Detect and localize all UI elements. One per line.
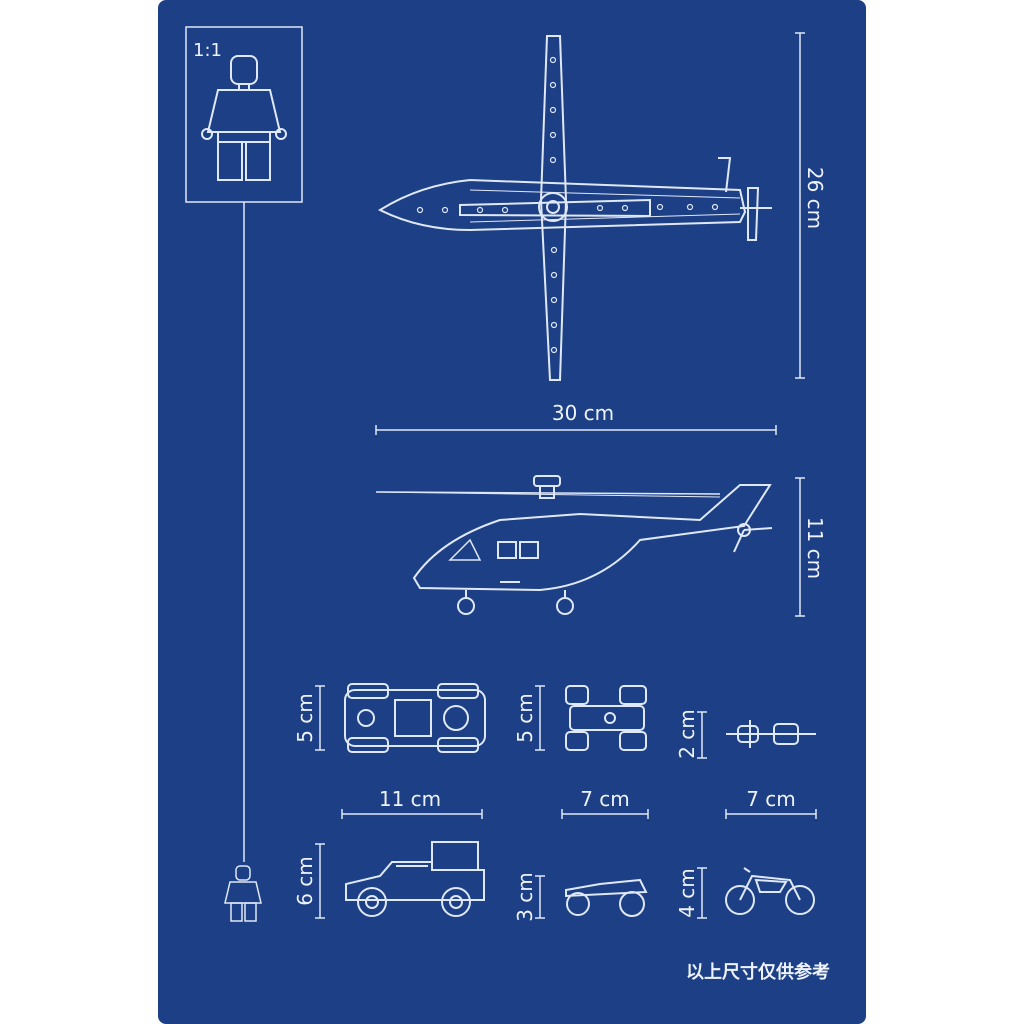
motorcycle-top-view-icon [726, 720, 816, 748]
dimension-moto-top-width: 7 cm [725, 787, 817, 819]
quad-top-height-label: 5 cm [513, 693, 537, 743]
dimension-quad-top-width: 7 cm [561, 787, 649, 819]
buggy-top-width-label: 11 cm [379, 787, 441, 811]
moto-top-width-label: 7 cm [746, 787, 796, 811]
dimension-moto-side-height: 4 cm [675, 867, 707, 919]
quad-side-height-label: 3 cm [513, 872, 537, 922]
dimension-buggy-top-width: 11 cm [341, 787, 483, 819]
quad-side-view-icon [565, 878, 648, 917]
quad-top-view-icon [565, 685, 647, 751]
dimension-buggy-top-height: 5 cm [293, 685, 325, 751]
helicopter-side-view-icon [375, 475, 773, 615]
dimension-moto-top-height: 2 cm [675, 709, 707, 759]
moto-top-height-label: 2 cm [675, 709, 699, 759]
heli-top-height-label: 26 cm [803, 167, 827, 229]
buggy-top-view-icon [344, 683, 486, 753]
scale-reference-box: 1:1 [185, 26, 303, 203]
dimension-heli-top-height: 26 cm [795, 32, 827, 379]
heli-side-height-label: 11 cm [803, 517, 827, 579]
dimension-quad-side-height: 3 cm [513, 872, 545, 922]
minifigure-large-icon [201, 55, 287, 181]
footer-note: 以上尺寸仅供参考 [686, 961, 830, 983]
helicopter-top-view-icon [377, 35, 772, 381]
buggy-side-height-label: 6 cm [293, 856, 317, 906]
dimension-buggy-side-height: 6 cm [293, 843, 325, 919]
dimension-heli-top-width: 30 cm [375, 401, 777, 435]
blueprint-panel [158, 0, 866, 1024]
heli-top-width-label: 30 cm [552, 401, 614, 425]
minifigure-small-icon [224, 865, 262, 922]
dimension-quad-top-height: 5 cm [513, 685, 545, 751]
moto-side-height-label: 4 cm [675, 868, 699, 918]
dimension-heli-side-height: 11 cm [795, 477, 827, 617]
quad-top-width-label: 7 cm [580, 787, 630, 811]
buggy-top-height-label: 5 cm [293, 693, 317, 743]
scale-label: 1:1 [193, 40, 222, 61]
buggy-side-view-icon [345, 841, 485, 917]
motorcycle-side-view-icon [725, 867, 815, 915]
